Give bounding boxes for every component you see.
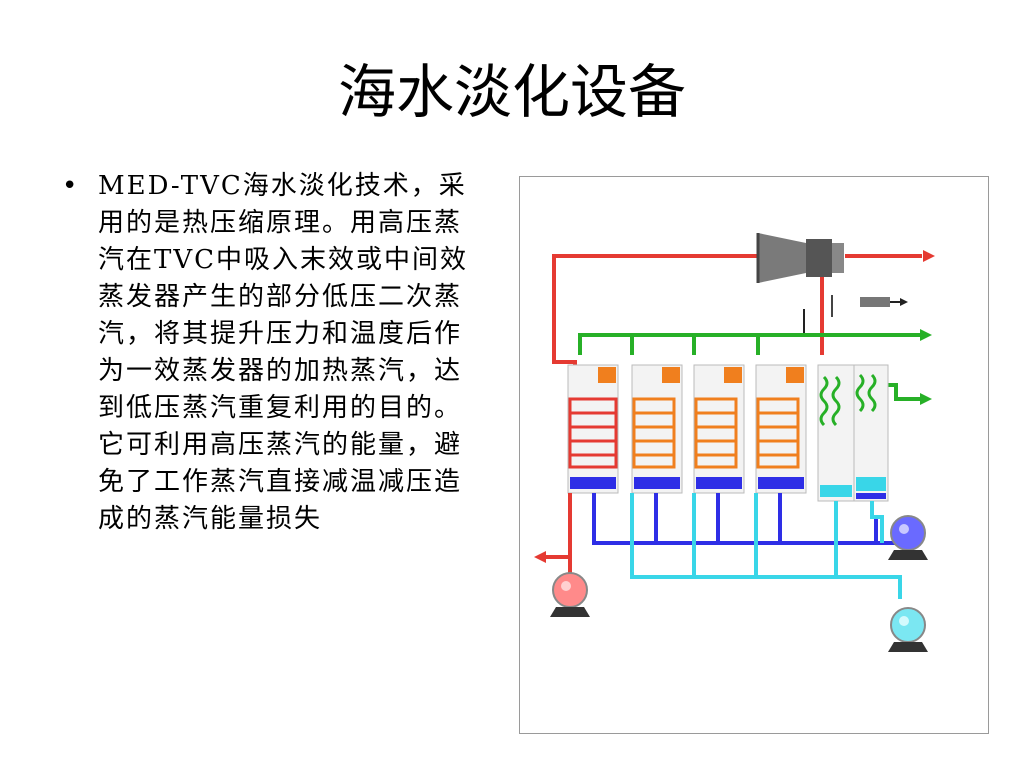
condensate-line	[544, 493, 572, 577]
brine-pump-icon	[888, 515, 928, 560]
steam-supply-arrow	[923, 250, 935, 262]
med-tvc-process-diagram	[519, 176, 989, 734]
distillate-line	[630, 493, 902, 599]
effect-2	[631, 364, 683, 494]
to-outfall-arrow	[920, 329, 932, 341]
steam-supply-line	[552, 254, 922, 372]
seawater-line	[578, 333, 920, 401]
bullet-dot: •	[62, 171, 78, 201]
effect-4	[755, 364, 807, 494]
bullet-item: • MED-TVC海水淡化技术，采用的是热压缩原理。用高压蒸汽在TVC中吸入末效…	[62, 168, 480, 538]
feed-seawater-arrow	[920, 393, 932, 405]
ejector-icon	[756, 233, 844, 283]
final-condenser	[817, 364, 855, 502]
vent-ejector-icon	[831, 295, 908, 317]
condensate-pump-icon	[550, 572, 590, 617]
slide-title: 海水淡化设备	[337, 58, 686, 126]
effect-3	[693, 364, 745, 494]
condensate-arrow	[534, 551, 546, 563]
brine-line	[592, 493, 900, 545]
distillate-pump-icon	[888, 607, 928, 652]
bullet-text: MED-TVC海水淡化技术，采用的是热压缩原理。用高压蒸汽在TVC中吸入末效或中…	[98, 171, 469, 534]
flash-condenser	[853, 364, 889, 502]
effect-1	[567, 364, 619, 494]
